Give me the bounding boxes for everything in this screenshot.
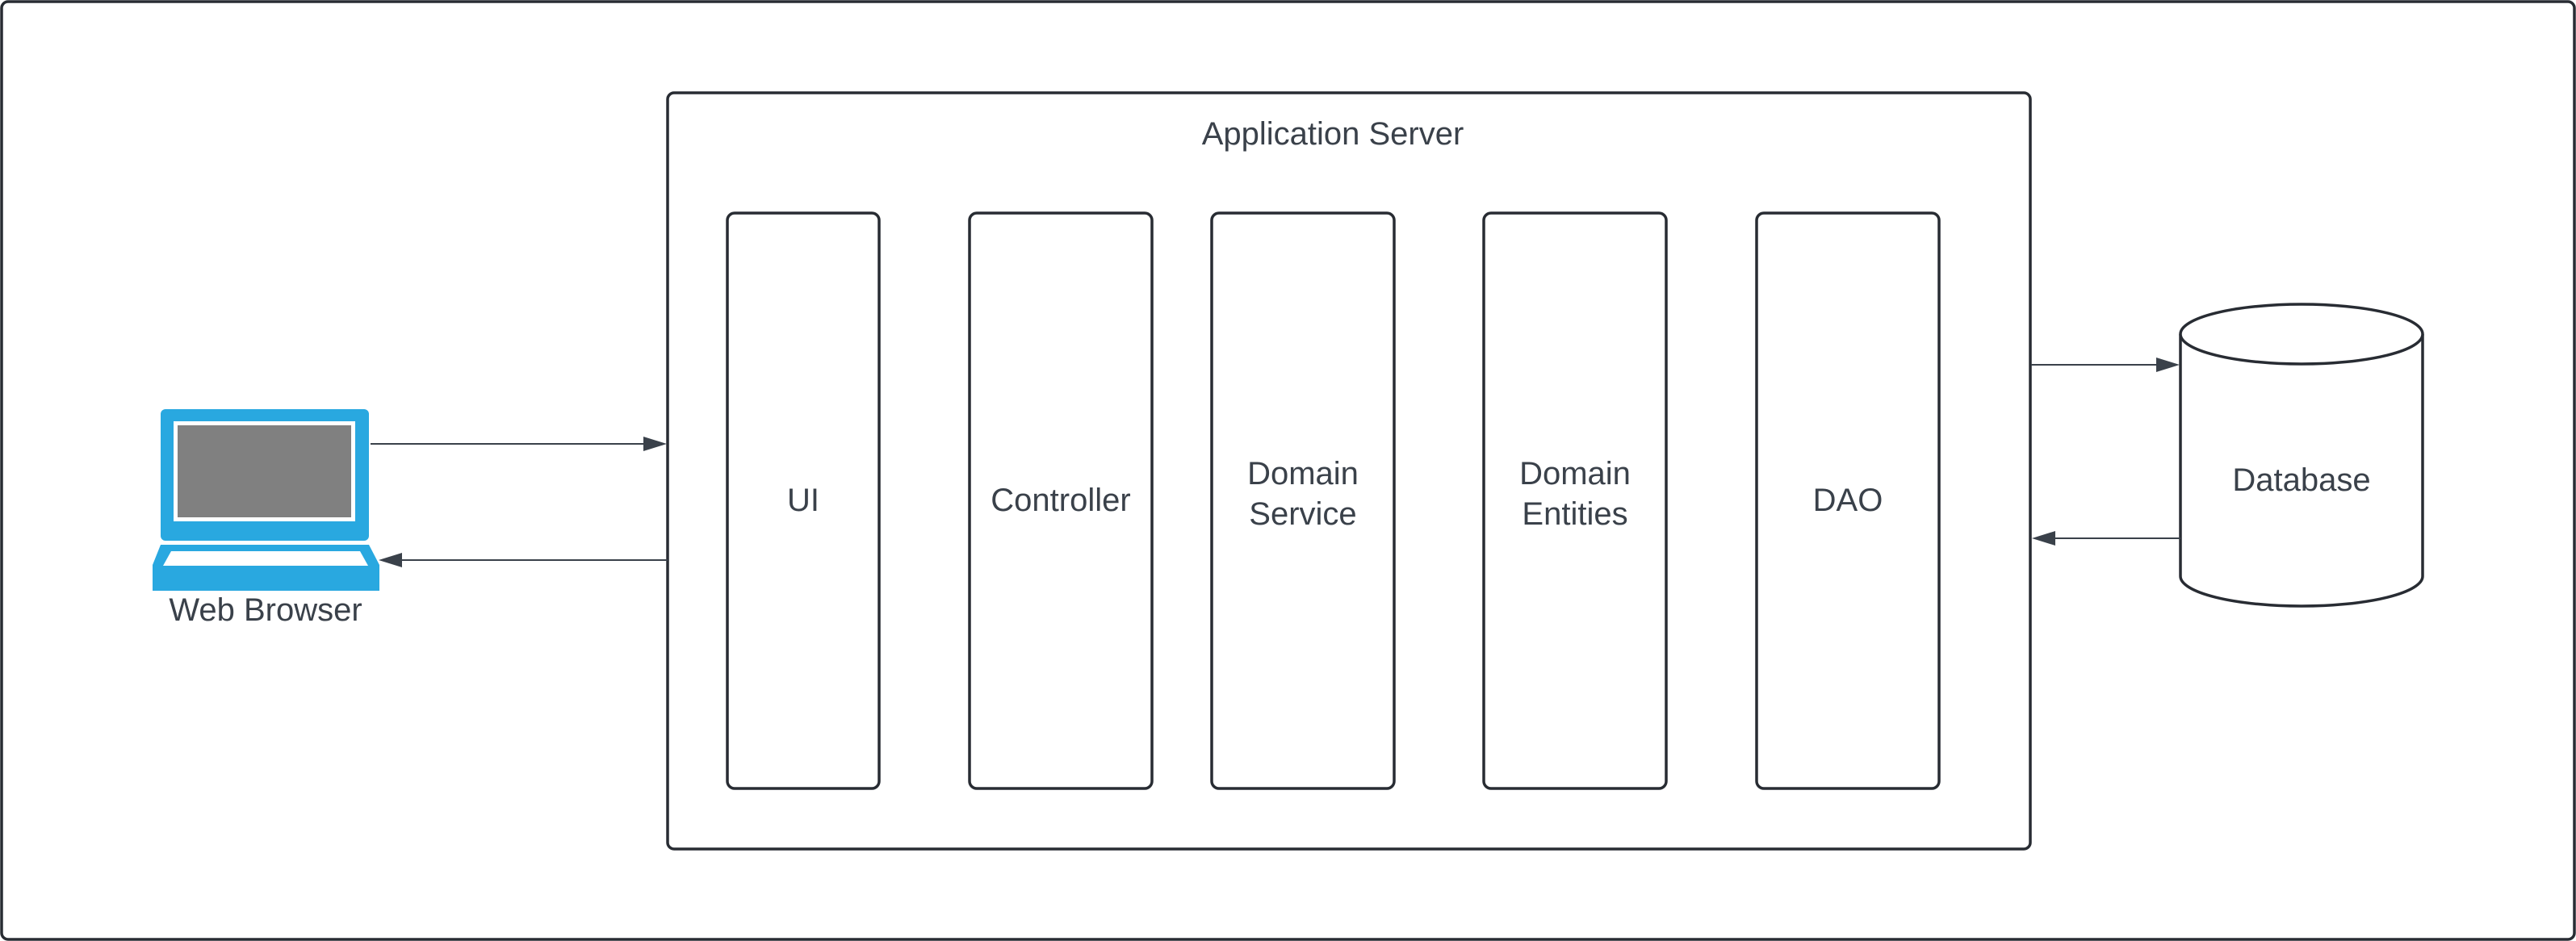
layer-domain-service-label-line-1: Domain <box>1247 456 1359 491</box>
layer-ui: UI <box>726 211 881 790</box>
layer-domain-service-label-line-2: Service <box>1249 496 1356 532</box>
application-server-title: Application Server <box>1202 116 1464 152</box>
layer-ui-label: UI <box>787 483 819 518</box>
layer-controller-label: Controller <box>991 483 1130 518</box>
layer-domain-service-box <box>1210 211 1396 790</box>
connector-database-to-server <box>2032 531 2180 546</box>
layer-dao: DAO <box>1755 211 1941 790</box>
layer-dao-box <box>1755 211 1941 790</box>
database-label: Database <box>2232 462 2370 498</box>
laptop-screen <box>178 425 351 517</box>
web-browser: Web Browser <box>153 409 379 628</box>
database: Database <box>2179 303 2424 608</box>
layer-domain-entities-box <box>1482 211 1668 790</box>
database-cylinder-body <box>2179 334 2424 608</box>
layer-ui-box <box>726 211 881 790</box>
laptop-icon <box>153 409 379 591</box>
layer-domain-service: Domain Service <box>1210 211 1396 790</box>
database-cylinder-top <box>2179 303 2424 366</box>
layer-dao-label: DAO <box>1813 483 1883 518</box>
connector-browser-to-server <box>371 437 667 451</box>
layer-domain-entities: Domain Entities <box>1482 211 1668 790</box>
laptop-keyboard <box>163 551 368 566</box>
layer-domain-entities-label-line-2: Entities <box>1522 496 1627 532</box>
connector-server-to-browser <box>379 553 668 567</box>
web-browser-label: Web Browser <box>169 592 362 628</box>
connector-server-to-database <box>2031 358 2180 372</box>
layer-controller-box <box>968 211 1154 790</box>
layer-controller: Controller <box>968 211 1154 790</box>
layer-domain-entities-label-line-1: Domain <box>1519 456 1631 491</box>
